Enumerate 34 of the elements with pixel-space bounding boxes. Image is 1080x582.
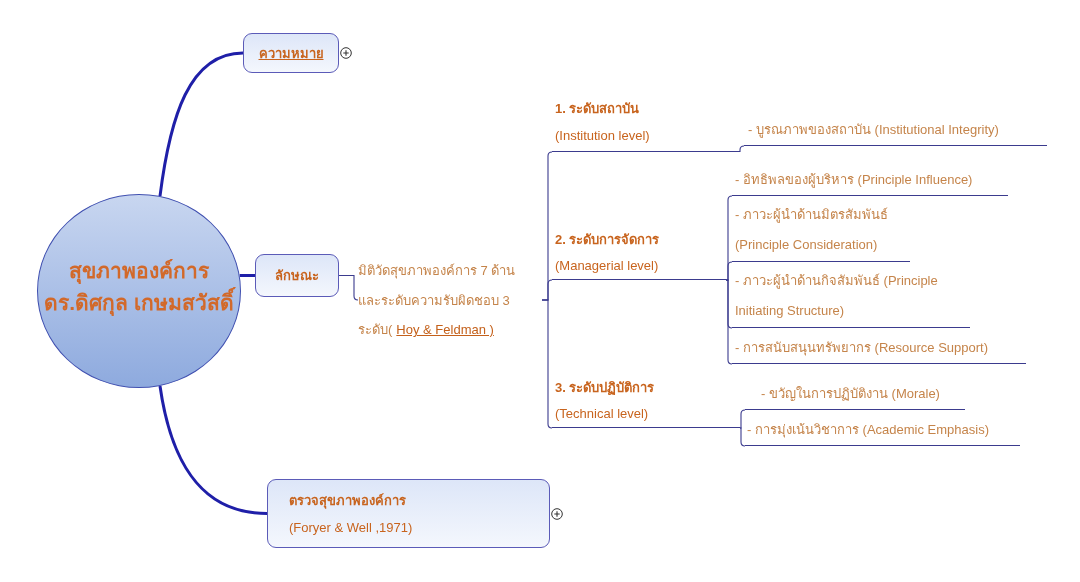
topic-box: [267, 479, 550, 548]
item-text: - การมุ่งเน้นวิชาการ (Academic Emphasis): [747, 421, 989, 440]
item-text: - ภาวะผู้นำด้านกิจสัมพันธ์ (Principle Initiating Structure): [735, 272, 939, 320]
level-subtitle: (Technical level): [555, 405, 649, 423]
branch-connector: [725, 261, 733, 281]
description-text: มิติวัดสุขภาพองค์การ 7 ด้าน และระดับความรับผิดชอบ 3 ระดับ( Hoy & Feldman ): [358, 256, 542, 344]
level-subtitle: (Institution level): [555, 127, 650, 145]
item-text: - ขวัญในการปฏิบัติงาน (Morale): [761, 385, 940, 403]
branch-connector: [541, 299, 553, 429]
branch-connector: [739, 427, 746, 447]
topic-label: ลักษณะ: [275, 267, 319, 285]
topic-link: ความหมาย: [258, 44, 324, 63]
item-text: - บูรณภาพของสถาบัน (Institutional Integrity): [748, 121, 999, 140]
central-topic-title: สุขภาพองค์การ: [69, 258, 209, 286]
branch-connector: [739, 145, 745, 153]
branch-connector: [739, 409, 746, 429]
level-heading: 2. ระดับการจัดการ: [555, 231, 660, 249]
branch-connector: [239, 274, 255, 277]
level-heading: 3. ระดับปฏิบัติการ: [555, 379, 655, 397]
topic-heading: ตรวจสุขภาพองค์การ: [289, 491, 406, 511]
topic-box: [243, 33, 339, 73]
citation-link: Hoy & Feldman ): [396, 322, 494, 337]
author-name: ดร.ดิศกุล เกษมสวัสดิ์: [44, 287, 234, 319]
branch-connector: [725, 279, 733, 365]
item-text: - ภาวะผู้นำด้านมิตรสัมพันธ์ (Principle Consideration): [735, 206, 889, 254]
topic-citation: (Foryer & Well ,1971): [289, 518, 413, 537]
topic-box: [255, 254, 339, 297]
item-text: - การสนับสนุนทรัพยากร (Resource Support): [735, 339, 988, 358]
item-text: - อิทธิพลของผู้บริหาร (Principle Influence): [735, 171, 973, 190]
branch-connector: [158, 51, 244, 197]
level-subtitle: (Managerial level): [555, 257, 659, 275]
level-heading: 1. ระดับสถาบัน: [555, 100, 640, 118]
branch-connector: [158, 385, 268, 515]
branch-connector: [338, 274, 359, 301]
